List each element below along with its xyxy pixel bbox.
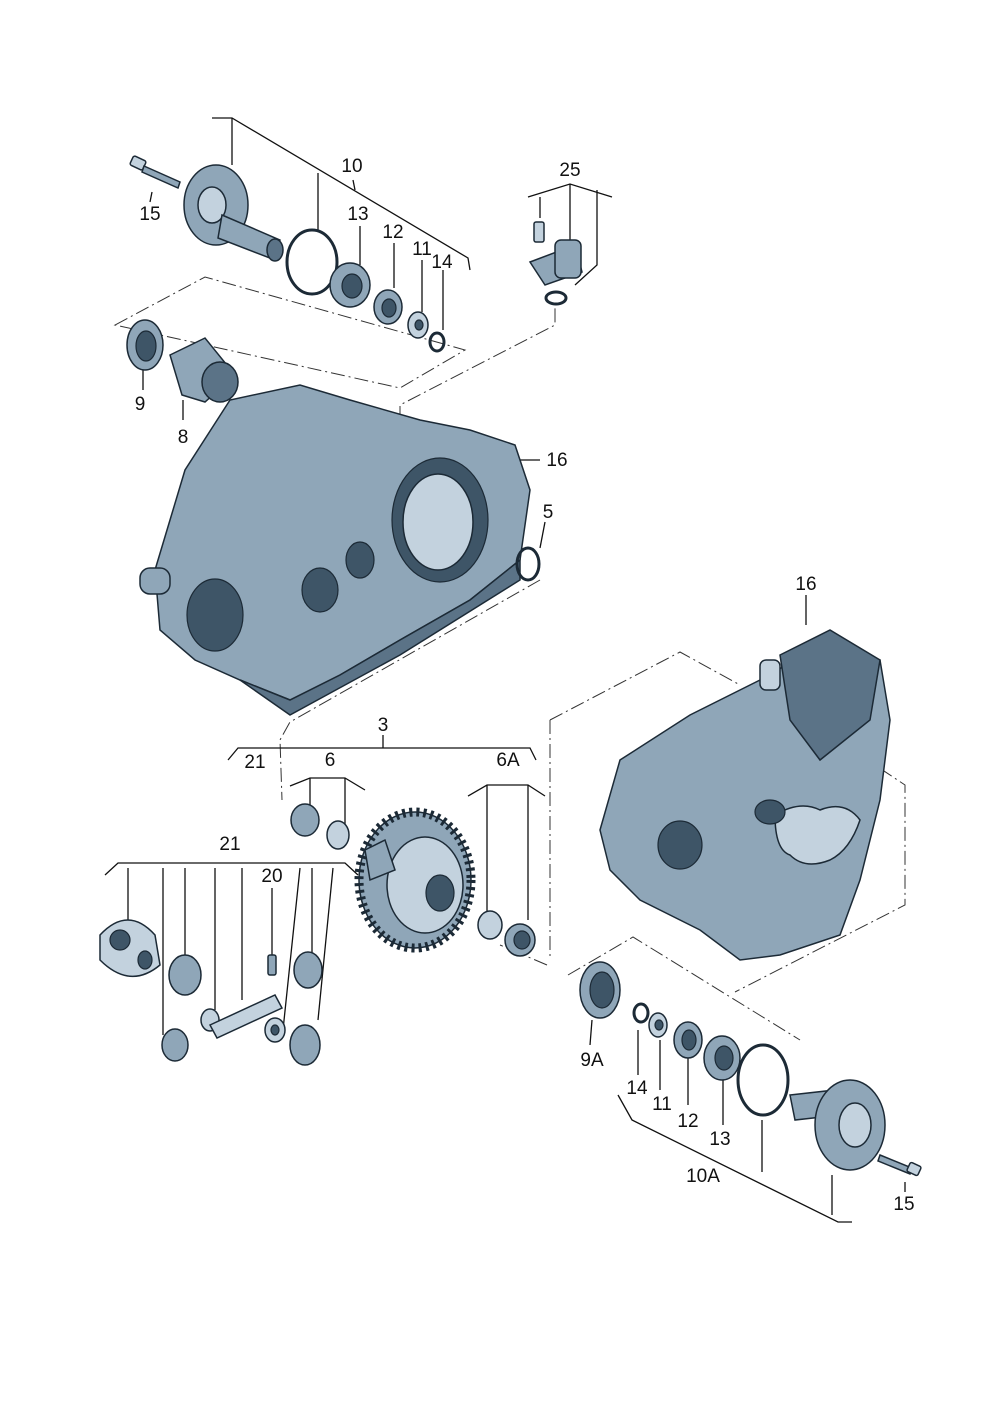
outline-flange-group-bottom	[567, 936, 801, 1041]
bracket-3	[227, 747, 537, 761]
nut-11-bottom	[648, 1012, 668, 1038]
bracket-21	[104, 862, 359, 876]
seal-9	[126, 319, 164, 371]
sender-25	[528, 221, 583, 306]
callout-21-top: 21	[244, 752, 265, 773]
bracket-10A	[617, 1094, 852, 1223]
differential-3	[290, 803, 536, 957]
bearing-6A	[477, 910, 503, 940]
bracket-6A	[467, 784, 546, 797]
o-ring-bottom	[736, 1043, 790, 1117]
circlip-14-top	[428, 331, 446, 353]
callout-16-left: 16	[546, 450, 567, 471]
bearing-13-bottom	[703, 1035, 741, 1081]
leader-lines	[104, 117, 906, 1223]
callout-9: 9	[135, 394, 146, 415]
callout-15-top: 15	[139, 204, 160, 225]
callout-21-mid: 21	[219, 834, 240, 855]
gearbox-housing-right	[599, 629, 891, 961]
callout-10A: 10A	[686, 1166, 720, 1187]
drive-flange-top	[183, 164, 284, 262]
callout-labels: 10 15 13 12 11 14 25 9 8 16 5 16 3 21 6 …	[135, 156, 915, 1215]
planet-gear-left	[168, 954, 202, 996]
ring-12-bottom	[673, 1021, 703, 1059]
outline-right-case-top	[549, 651, 741, 721]
drive-flange-bottom	[789, 1079, 886, 1171]
callout-6A: 6A	[496, 750, 520, 771]
bottom-flange-group	[579, 961, 922, 1177]
callout-13-bottom: 13	[709, 1129, 730, 1150]
ring-12-top	[373, 289, 403, 325]
callout-8: 8	[178, 427, 189, 448]
bushing-8	[169, 337, 239, 403]
pinion-shaft	[208, 994, 284, 1039]
seal-5	[515, 546, 541, 582]
callout-14-top: 14	[431, 252, 453, 273]
callout-3: 3	[378, 715, 389, 736]
callout-13-top: 13	[347, 204, 368, 225]
planet-gear-right	[293, 951, 323, 989]
circlip-14-bottom	[632, 1002, 650, 1024]
bolt-bottom	[877, 1154, 922, 1177]
callout-11-top: 11	[412, 239, 432, 260]
callout-5: 5	[543, 502, 554, 523]
bearing-race-6	[290, 803, 320, 837]
callout-10: 10	[341, 156, 362, 177]
callout-25: 25	[559, 160, 580, 181]
differential-internals	[99, 919, 323, 1066]
callout-11-bottom: 11	[652, 1094, 672, 1115]
pin-20	[267, 954, 277, 976]
outline-case-link	[279, 579, 541, 801]
callout-15-bottom: 15	[893, 1194, 914, 1215]
callout-12-bottom: 12	[677, 1111, 698, 1132]
bolt-top	[129, 155, 181, 190]
bearing-6	[326, 820, 350, 850]
seal-9A	[579, 961, 621, 1019]
callout-16-right: 16	[795, 574, 816, 595]
top-flange-group	[126, 155, 446, 403]
nut-11-top	[407, 311, 429, 339]
gearbox-housing-left	[139, 384, 541, 716]
o-ring-top	[285, 228, 339, 296]
side-gear-right	[289, 1024, 321, 1066]
callout-6: 6	[325, 750, 336, 771]
diff-housing-shell	[99, 919, 161, 978]
callout-14-bottom: 14	[626, 1078, 648, 1099]
callout-12-top: 12	[382, 222, 403, 243]
callout-20: 20	[261, 866, 282, 887]
callout-9A: 9A	[580, 1050, 604, 1071]
bearing-13-top	[329, 262, 371, 308]
bracket-10	[212, 117, 471, 271]
outline-sender-link	[399, 305, 556, 420]
outline-flange-group-top	[113, 276, 467, 389]
bracket-6	[289, 777, 366, 791]
side-gear-left	[161, 1028, 189, 1062]
